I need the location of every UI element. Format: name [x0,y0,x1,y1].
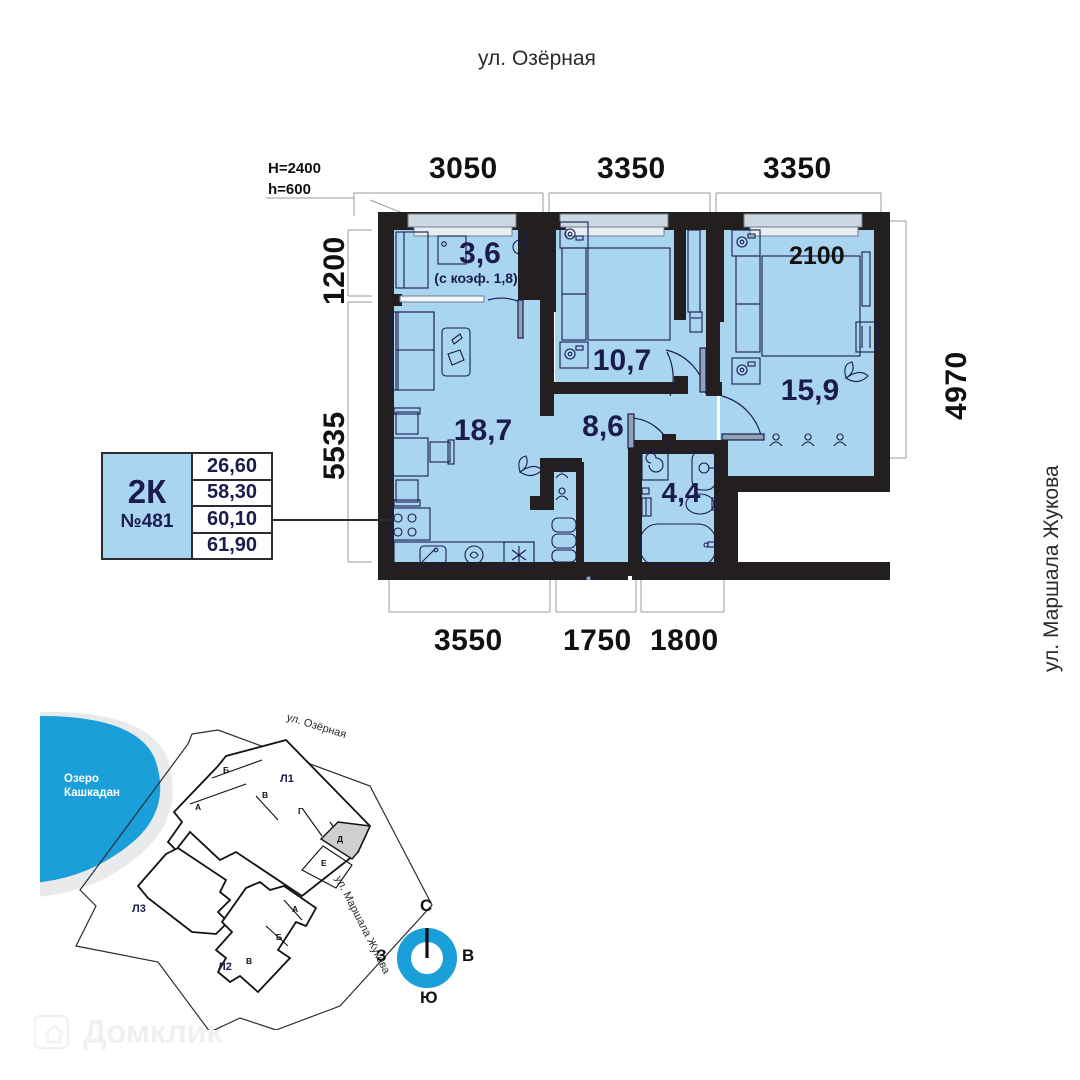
area-note-balcony: (с коэф. 1,8) [434,270,517,286]
dimension-top-3: 3350 [763,152,832,185]
section-label-b: Б [223,765,229,775]
lake-label-line2: Кашкадан [64,787,120,799]
domclick-logo-icon [34,1014,70,1050]
dimension-bottom-1: 3550 [434,624,503,657]
section-label-g: Г [298,806,303,816]
area-label-bedroom-small: 10,7 [593,344,651,377]
section-label-b2: Б [276,932,282,942]
dimension-top-1: 3050 [429,152,498,185]
windows [399,213,863,303]
compass-south: Ю [420,988,438,1007]
compass-north: С [420,896,433,915]
floor-plan: 3,6 (с коэф. 1,8) 18,7 10,7 8,6 15,9 4,4 [378,212,890,580]
watermark: Домклик [34,1012,223,1052]
legend-leader-line [273,519,390,521]
dimension-inner-2100: 2100 [789,242,845,270]
dimension-top-2: 3350 [597,152,666,185]
furniture [389,221,879,569]
dimension-bottom-3: 1800 [650,624,719,657]
area-label-hall: 8,6 [582,410,624,443]
legend-areas: 26,60 58,30 60,10 61,90 [193,454,271,558]
legend-area-4: 61,90 [206,534,258,557]
legend-area-1: 26,60 [193,454,271,481]
section-label-v: В [262,790,268,800]
area-label-balcony: 3,6 [459,237,501,270]
apartment-legend[interactable]: 2К №481 26,60 58,30 60,10 61,90 [101,452,273,560]
building-label-l1: Л1 [280,773,294,785]
walls [378,212,890,580]
area-label-bathroom: 4,4 [662,477,701,508]
watermark-text: Домклик [83,1013,223,1050]
compass-icon [397,928,457,988]
ceiling-height-label: H=2400 [268,160,321,177]
section-label-v2: В [246,956,252,966]
building-label-l3: Л3 [132,903,146,915]
lake-label-line1: Озеро [64,773,99,785]
area-label-living-room: 18,7 [454,414,512,447]
building-l3 [136,846,232,935]
legend-area-2: 58,30 [193,481,271,507]
compass-rose: С Ю В З [372,896,482,1010]
apartment-number: №481 [120,511,174,533]
section-label-a2: А [292,904,298,914]
lake [40,711,173,897]
site-plan[interactable]: Озеро Кашкадан Б А В Г Д Е Л1 Л3 А Б В Л… [40,700,440,1030]
building-label-l2: Л2 [218,961,232,973]
doors [487,297,765,580]
window-sill-height-label: h=600 [268,181,311,198]
dimension-lines [266,192,907,613]
section-label-a: А [195,802,201,812]
apartment-type: 2К [127,473,167,511]
legend-area-3: 60,10 [193,507,271,534]
legend-type-block: 2К №481 [103,454,193,558]
site-boundary [75,729,433,1030]
building-section-highlighted [319,821,372,860]
compass-east: В [462,946,475,965]
dimension-bottom-2: 1750 [563,624,632,657]
area-label-bedroom-large: 15,9 [781,374,839,407]
section-label-e: Е [321,858,327,868]
building-l2-sections [265,899,303,947]
site-street-top: ул. Озёрная [285,711,348,741]
building-l2 [214,880,318,994]
street-label-top: ул. Озёрная [478,47,596,70]
section-label-d: Д [337,834,343,844]
compass-west: З [376,946,387,965]
